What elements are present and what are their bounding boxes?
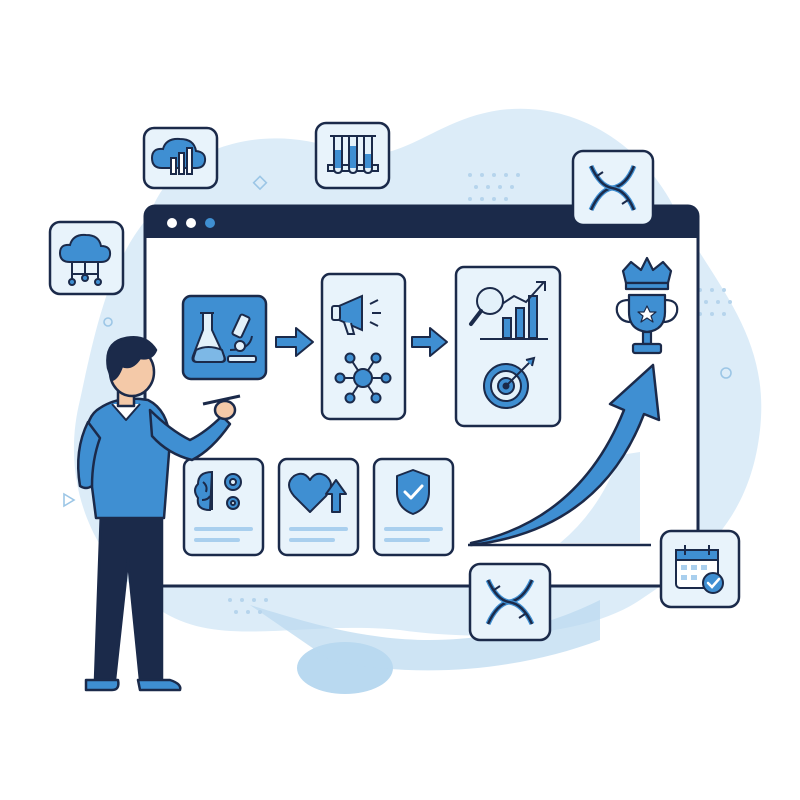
floating-tile-calendar[interactable]: [659, 529, 741, 609]
person-shoe-left: [84, 678, 120, 692]
flow-step-marketing[interactable]: [320, 272, 407, 421]
flask-icon: [191, 312, 226, 363]
heart-growth-icon: [288, 472, 347, 513]
flow-arrow-2: [411, 327, 448, 357]
benefit-card-brain[interactable]: [182, 457, 265, 557]
floating-tile-cloud-chart[interactable]: [142, 126, 219, 190]
growth-arrow: [468, 363, 661, 547]
flow-arrow-1: [275, 327, 314, 357]
floating-tile-test-tubes[interactable]: [314, 121, 391, 190]
test-tubes-icon: [327, 135, 379, 175]
window-dot-1[interactable]: [167, 218, 177, 228]
benefit-card-shield[interactable]: [372, 457, 455, 557]
window-dot-3[interactable]: [205, 218, 215, 228]
pen: [202, 394, 241, 406]
trophy-crown-icon: [615, 256, 679, 355]
microscope-icon: [227, 313, 257, 363]
benefit-card-heart[interactable]: [277, 457, 360, 557]
person-arm-left: [76, 420, 102, 490]
person-legs: [93, 508, 164, 682]
target-icon: [483, 356, 536, 409]
floating-tile-dna-bottom[interactable]: [468, 562, 552, 642]
network-icon: [334, 352, 392, 404]
person-arm-right: [148, 408, 232, 462]
flow-step-analytics[interactable]: [454, 265, 562, 428]
shield-check-icon: [396, 469, 430, 515]
cloud-chart-icon: [150, 137, 207, 175]
person-figure: [76, 336, 241, 692]
flow-step-research[interactable]: [181, 294, 268, 381]
window-dot-2[interactable]: [186, 218, 196, 228]
floating-tile-cloud-network[interactable]: [48, 220, 125, 296]
cloud-network-icon: [58, 233, 112, 286]
dna-icon: [485, 578, 535, 626]
calendar-check-icon: [675, 545, 724, 594]
person-shoe-right: [136, 678, 182, 692]
brain-gears-icon: [194, 470, 242, 512]
magnifier-chart-icon: [469, 281, 548, 340]
megaphone-icon: [331, 294, 381, 335]
person-hair: [106, 336, 158, 382]
floating-tile-dna-top[interactable]: [571, 149, 655, 227]
person-hand: [213, 399, 237, 421]
dna-icon: [588, 164, 637, 212]
